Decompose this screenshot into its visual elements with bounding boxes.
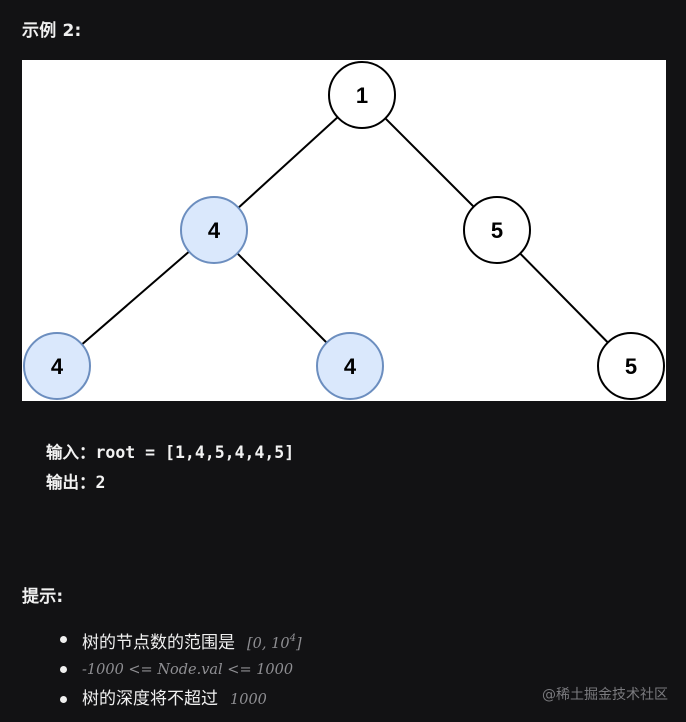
tree-svg: 1 4 5 4 4 5	[23, 61, 665, 400]
tree-node-value: 5	[491, 218, 503, 243]
math-suffix: ]	[295, 636, 302, 652]
tip-math: 1000	[230, 692, 267, 708]
example-heading: 示例 2:	[22, 21, 82, 41]
output-label: 输出：	[46, 473, 96, 492]
output-value: 2	[95, 473, 106, 492]
tree-diagram: 1 4 5 4 4 5	[22, 60, 666, 401]
tree-node-value: 1	[356, 83, 368, 108]
tree-node: 4	[316, 332, 384, 400]
tree-node-value: 4	[208, 218, 221, 243]
tree-node-circle	[316, 332, 384, 400]
tree-edge	[56, 229, 215, 367]
bullet-icon	[60, 636, 67, 643]
tree-node: 5	[597, 332, 665, 400]
tip-text: -1000 <= Node.val <= 1000	[82, 654, 293, 685]
tip-math: [0, 104]	[247, 633, 302, 652]
tree-node-value: 4	[344, 354, 357, 379]
input-value: root = [1,4,5,4,4,5]	[95, 443, 295, 462]
bullet-icon	[60, 666, 67, 673]
tip-label: 树的深度将不超过	[82, 689, 218, 709]
tree-node: 4	[180, 196, 248, 264]
tree-node-value: 5	[625, 354, 637, 379]
tree-node-circle	[597, 332, 665, 400]
math-prefix: [0, 10	[247, 636, 290, 652]
math-exponent: 4	[289, 633, 296, 644]
input-line: 输入：root = [1,4,5,4,4,5]	[46, 438, 294, 468]
watermark: @稀土掘金技术社区	[542, 687, 668, 703]
tree-node: 5	[463, 196, 531, 264]
tree-node-circle	[328, 61, 396, 129]
output-line: 输出：2	[46, 468, 294, 498]
tree-node: 1	[328, 61, 396, 129]
tip-math: -1000 <= Node.val <= 1000	[82, 662, 294, 678]
bullet-icon	[60, 696, 67, 703]
tip-text: 树的节点数的范围是 [0, 104]	[82, 624, 302, 659]
tree-node: 4	[23, 332, 91, 400]
tree-node-value: 4	[51, 354, 64, 379]
tips-heading: 提示:	[22, 587, 64, 607]
tip-text: 树的深度将不超过 1000	[82, 684, 267, 715]
input-label: 输入：	[46, 443, 96, 462]
tree-node-circle	[180, 196, 248, 264]
tree-node-circle	[23, 332, 91, 400]
tree-node-circle	[463, 196, 531, 264]
tip-label: 树的节点数的范围是	[82, 633, 235, 653]
example-code-block: 输入：root = [1,4,5,4,4,5] 输出：2	[46, 438, 294, 498]
